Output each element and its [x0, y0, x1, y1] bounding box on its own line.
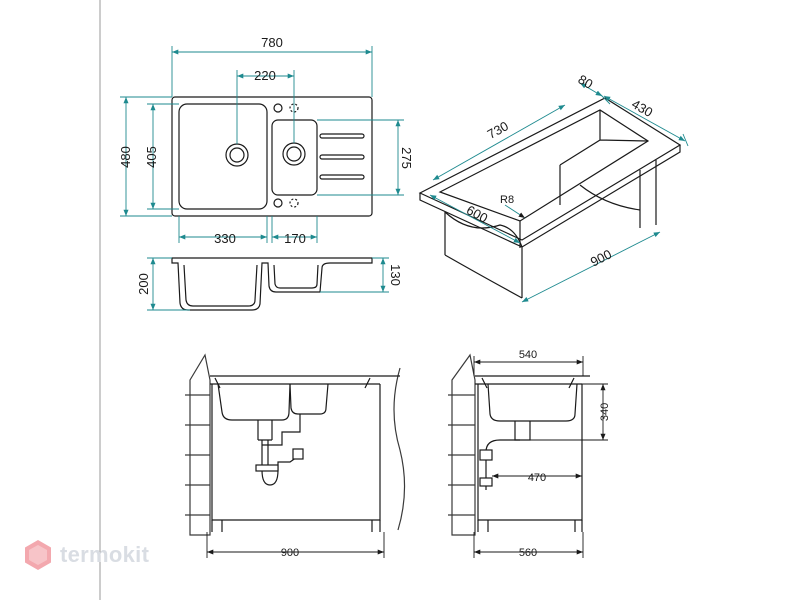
bowl-height-label: 405 [144, 146, 159, 168]
iso-lip-label: 80 [576, 72, 596, 92]
side-height-label: 340 [599, 403, 611, 421]
bowl-width-label: 330 [214, 231, 236, 246]
top-view-dimensions [120, 46, 404, 243]
profile-depth-label: 200 [136, 273, 151, 295]
brand-logo-icon [25, 540, 51, 570]
side-profile [171, 257, 373, 311]
side-cabinet-depth-label: 560 [519, 547, 537, 559]
brand-watermark: termokit [24, 538, 149, 572]
side-install [448, 353, 590, 536]
bowl-offset-label: 220 [254, 68, 276, 83]
side-install-dimensions [473, 356, 608, 558]
width-total-label: 780 [261, 35, 283, 50]
iso-cabinet-label: 900 [588, 246, 614, 269]
iso-view-dimensions [429, 82, 689, 303]
drainer-depth-label: 130 [388, 264, 403, 286]
front-install-dimensions [206, 532, 385, 558]
small-bowl-width-label: 170 [284, 231, 306, 246]
side-profile-dimensions [147, 257, 389, 311]
iso-radius-label: R8 [500, 194, 514, 206]
small-bowl-height-label: 275 [399, 147, 414, 169]
top-view [171, 96, 373, 217]
height-total-label: 480 [118, 146, 133, 168]
side-drain-offset-label: 470 [528, 472, 546, 484]
front-install [185, 353, 406, 536]
brand-name: termokit [60, 542, 150, 567]
iso-view [418, 97, 682, 299]
side-top-width-label: 540 [519, 349, 537, 361]
front-cabinet-width-label: 900 [281, 547, 299, 559]
